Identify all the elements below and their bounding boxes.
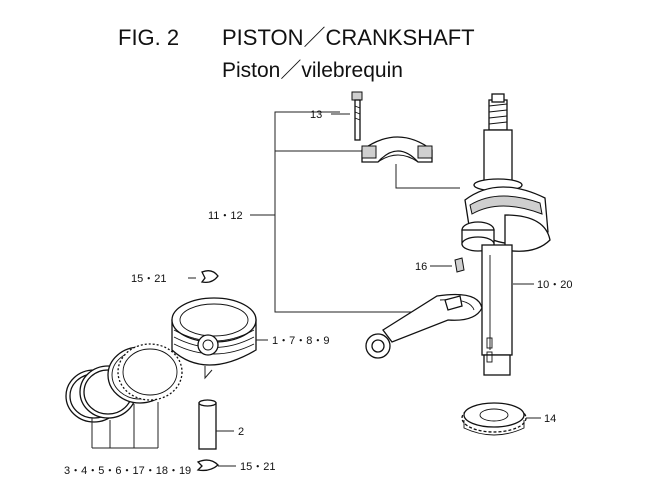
diagram-title: PISTON／CRANKSHAFT	[222, 25, 475, 50]
woodruff-key	[430, 257, 465, 273]
connecting-rod-bolt	[331, 91, 363, 141]
callout-piston: 1・7・8・9	[272, 335, 329, 347]
callout-circlip-top: 15・21	[131, 273, 166, 285]
crank-gear	[461, 402, 541, 436]
callout-circlip-bottom: 15・21	[240, 461, 275, 473]
diagram-subtitle: Piston／vilebrequin	[222, 59, 403, 82]
callout-bolt: 13	[310, 109, 322, 121]
callout-connecting-rod-group: 11・12	[208, 210, 243, 222]
circlip-bottom	[196, 459, 236, 472]
connecting-rod	[365, 293, 483, 359]
callout-rings: 3・4・5・6・17・18・19	[64, 465, 191, 477]
connecting-rod-bracket	[250, 111, 430, 313]
callout-piston-pin: 2	[238, 426, 244, 438]
figure-label: FIG. 2	[118, 25, 179, 50]
piston	[171, 297, 268, 380]
piston-pin	[198, 399, 234, 450]
crankshaft	[461, 93, 551, 376]
callout-crankshaft: 10・20	[537, 279, 572, 291]
callout-gear: 14	[544, 413, 556, 425]
connecting-rod-cap	[361, 136, 460, 189]
piston-rings	[65, 343, 183, 449]
callout-key: 16	[415, 261, 427, 273]
circlip-top	[188, 270, 219, 284]
